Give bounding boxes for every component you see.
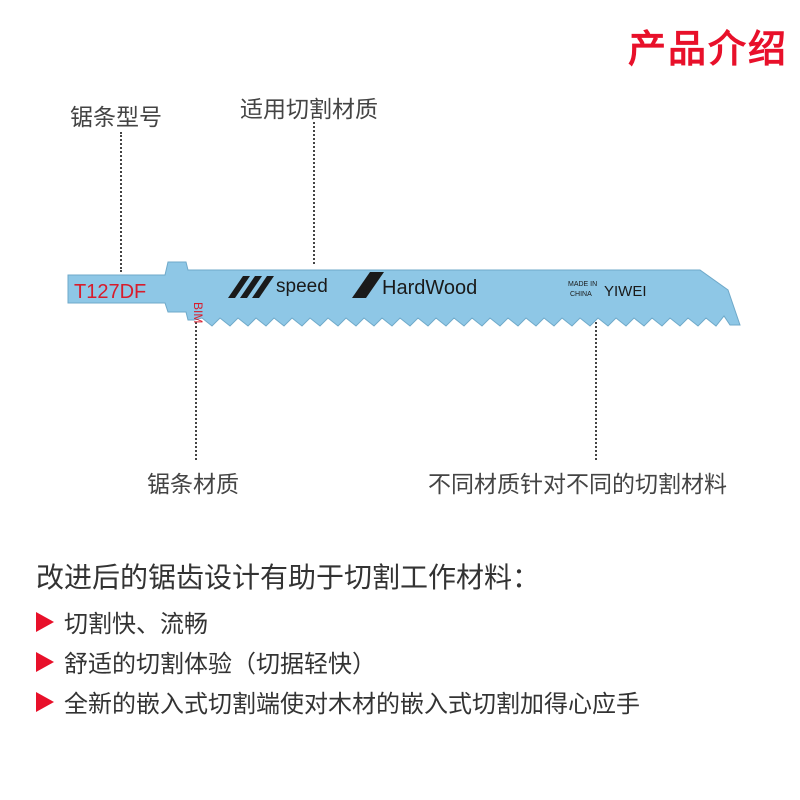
features-intro: 改进后的锯齿设计有助于切割工作材料： [36,561,541,594]
blade-brand-label: YIWEI [604,283,647,300]
blade-hardwood-label: HardWood [382,277,477,299]
triangle-bullet-icon [36,651,54,672]
triangle-bullet-icon [36,691,54,712]
blade-speed-label: speed [276,276,328,297]
blade-made-in-label: MADE IN [568,281,597,288]
blade-bim-label: BIM [191,302,205,323]
blade-china-label: CHINA [570,291,592,298]
blade-model-code: T127DF [74,281,146,303]
saw-blade-body [67,261,741,327]
feature-item-text: 全新的嵌入式切割端使对木材的嵌入式切割加得心应手 [64,690,640,718]
callout-different-materials: 不同材质针对不同的切割材料 [428,472,727,498]
feature-item-text: 切割快、流畅 [64,610,208,638]
feature-item-text: 舒适的切割体验（切据轻快） [64,650,376,678]
callout-cutting-material: 适用切割材质 [240,97,378,123]
blade-for-label: for [357,281,371,295]
feature-item: 舒适的切割体验（切据轻快） [36,644,376,679]
leader-line-different-materials [595,305,597,460]
speed-stripes-icon [228,276,274,298]
callout-model: 锯条型号 [70,105,162,131]
triangle-bullet-icon [36,611,54,632]
leader-line-cutting-material [313,122,315,264]
leader-line-model [120,132,122,272]
feature-item: 全新的嵌入式切割端使对木材的嵌入式切割加得心应手 [36,684,640,719]
callout-blade-material: 锯条材质 [147,472,239,498]
feature-item: 切割快、流畅 [36,604,208,639]
leader-line-blade-material [195,310,197,460]
arrow-marker-icon [352,272,384,298]
page-title: 产品介绍 [627,27,788,71]
